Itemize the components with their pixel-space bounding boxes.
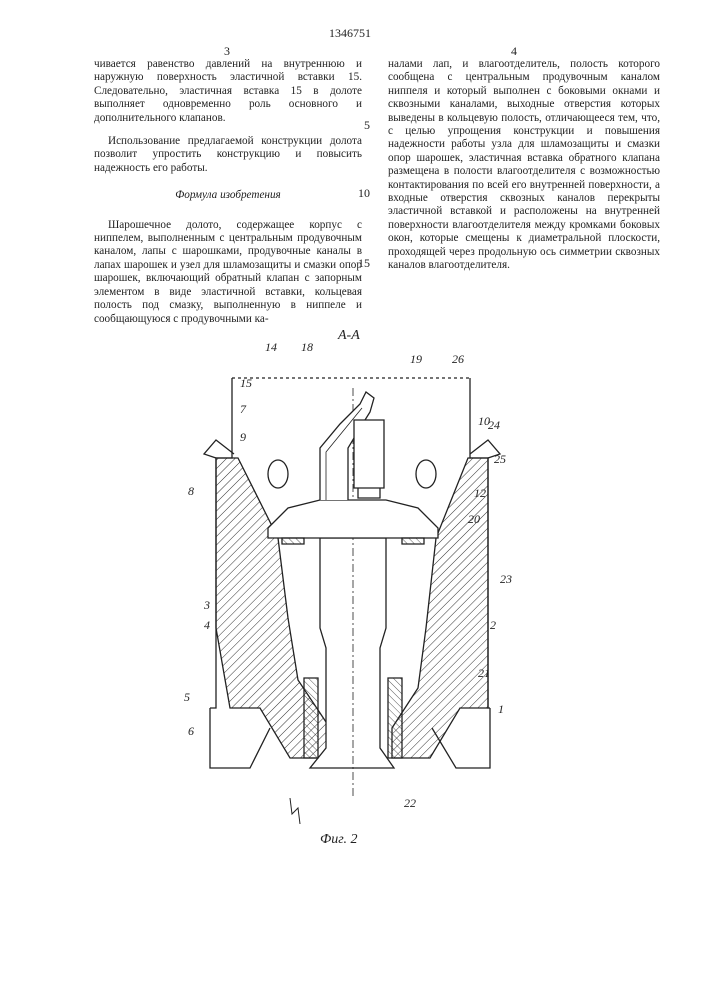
cone-left xyxy=(210,708,270,768)
callout-7: 7 xyxy=(240,402,246,417)
callout-6: 6 xyxy=(188,724,194,739)
right-column: налами лап, и влагоотделитель, полость к… xyxy=(388,58,660,283)
valve-element xyxy=(354,420,384,488)
callout-18: 18 xyxy=(301,340,313,355)
callout-4: 4 xyxy=(204,618,210,633)
callout-5: 5 xyxy=(184,690,190,705)
line-number-10: 10 xyxy=(358,186,370,201)
callout-21: 21 xyxy=(478,666,490,681)
callout-2: 2 xyxy=(490,618,496,633)
callout-19: 19 xyxy=(410,352,422,367)
left-page-number: 3 xyxy=(224,44,230,59)
window-right xyxy=(416,460,436,488)
callout-12: 12 xyxy=(474,486,486,501)
drill-bit-drawing xyxy=(170,328,530,868)
callout-3: 3 xyxy=(204,598,210,613)
callout-26: 26 xyxy=(452,352,464,367)
callout-14: 14 xyxy=(265,340,277,355)
callout-22: 22 xyxy=(404,796,416,811)
right-paragraph-1: налами лап, и влагоотделитель, полость к… xyxy=(388,58,660,273)
callout-15: 15 xyxy=(240,376,252,391)
callout-9: 9 xyxy=(240,430,246,445)
leg-right xyxy=(392,458,488,758)
line-number-15: 15 xyxy=(358,256,370,271)
claims-title: Формула изобретения xyxy=(94,189,362,202)
callout-8: 8 xyxy=(188,484,194,499)
left-paragraph-3: Шарошечное долото, содержащее корпус с н… xyxy=(94,219,362,326)
left-paragraph-1: чивается равенство давлений на внутренню… xyxy=(94,58,362,125)
callout-20: 20 xyxy=(468,512,480,527)
callout-25: 25 xyxy=(494,452,506,467)
patent-number: 1346751 xyxy=(329,26,371,41)
callout-23: 23 xyxy=(500,572,512,587)
callout-1: 1 xyxy=(498,702,504,717)
left-paragraph-2: Использование предлагаемой конструкции д… xyxy=(94,135,362,175)
window-left xyxy=(268,460,288,488)
right-page-number: 4 xyxy=(511,44,517,59)
figure-caption: Фиг. 2 xyxy=(320,832,358,848)
line-number-5: 5 xyxy=(364,118,370,133)
callout-24: 24 xyxy=(488,418,500,433)
left-column: чивается равенство давлений на внутренню… xyxy=(94,58,362,336)
separator-dome xyxy=(268,500,438,538)
